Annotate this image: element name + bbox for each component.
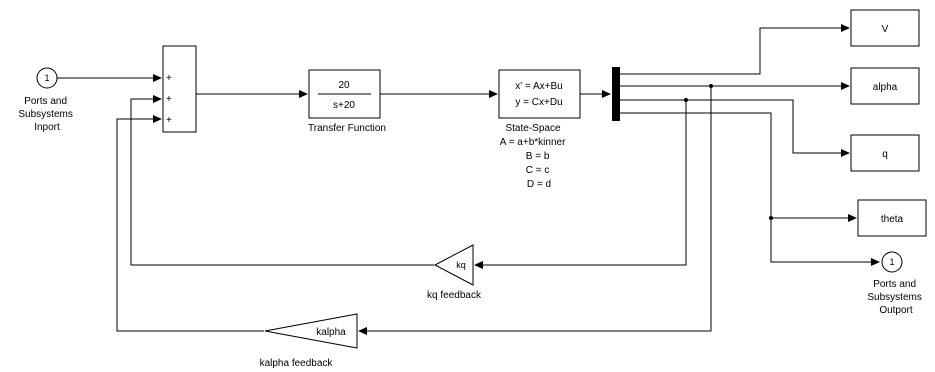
demux-block[interactable] xyxy=(612,67,620,121)
sum-sign-1: + xyxy=(166,73,172,84)
outport-block[interactable]: 1 xyxy=(881,251,903,273)
gain-kalpha-value: kalpha xyxy=(316,327,346,338)
gain-kq-label: kq feedback xyxy=(427,290,482,301)
inport-block[interactable]: 1 xyxy=(36,67,58,89)
branch-point-theta xyxy=(769,216,773,220)
sum-sign-2: + xyxy=(166,94,172,105)
wire-q-to-kq xyxy=(482,100,687,266)
arrow-theta-in xyxy=(848,214,857,222)
sum-block[interactable]: + + + xyxy=(162,45,197,133)
tf-numerator: 20 xyxy=(338,80,350,91)
wire-kq-to-sum xyxy=(130,98,434,266)
arrow-kalpha-in xyxy=(358,327,367,335)
ss-equation-2: y = Cx+Du xyxy=(515,97,562,108)
wire-to-outport xyxy=(770,218,872,263)
output-q-block[interactable]: q xyxy=(850,134,920,172)
output-v-label: V xyxy=(882,24,889,35)
arrow-sum-in-1 xyxy=(153,74,162,82)
ss-params: A = a+b*kinner B = b C = c D = d xyxy=(500,137,568,190)
tf-denominator: s+20 xyxy=(333,100,355,111)
branch-point-alpha xyxy=(709,84,713,88)
arrow-v-in xyxy=(841,24,850,32)
state-space-block[interactable]: x' = Ax+Bu y = Cx+Du xyxy=(498,69,581,119)
inport-number: 1 xyxy=(44,73,49,83)
gain-kq-value: kq xyxy=(456,260,466,270)
transfer-function-block[interactable]: 20 s+20 xyxy=(308,69,381,119)
inport-label: Ports and Subsystems Inport xyxy=(18,96,75,133)
output-alpha-block[interactable]: alpha xyxy=(850,67,920,105)
outport-label: Ports and Subsystems Outport xyxy=(867,279,924,316)
wire-demux-to-q xyxy=(620,99,842,154)
gain-kalpha-block[interactable]: kalpha xyxy=(264,313,358,349)
arrow-alpha-in xyxy=(841,82,850,90)
tf-label: Transfer Function xyxy=(308,123,386,134)
output-theta-block[interactable]: theta xyxy=(857,199,927,237)
gain-kq-block[interactable]: kq xyxy=(433,244,474,286)
wire-demux-to-theta xyxy=(620,112,849,219)
output-theta-label: theta xyxy=(881,214,904,225)
output-alpha-label: alpha xyxy=(873,82,898,93)
arrow-tf-in xyxy=(299,90,308,98)
output-v-block[interactable]: V xyxy=(850,9,920,47)
output-q-label: q xyxy=(882,149,888,160)
branch-point-q xyxy=(684,98,688,102)
sum-sign-3: + xyxy=(166,115,172,126)
arrow-q-in xyxy=(841,149,850,157)
outport-number: 1 xyxy=(889,257,894,267)
wire-kalpha-to-sum xyxy=(116,118,264,332)
arrow-ss-in xyxy=(489,90,498,98)
ss-equation-1: x' = Ax+Bu xyxy=(515,81,563,92)
arrow-sum-in-3 xyxy=(153,115,162,123)
arrow-sum-in-2 xyxy=(153,95,162,103)
gain-kalpha-label: kalpha feedback xyxy=(260,358,334,369)
wire-demux-to-v xyxy=(620,27,842,75)
arrow-kq-in xyxy=(474,261,483,269)
wire-alpha-to-kalpha xyxy=(366,86,712,332)
arrow-demux-in xyxy=(602,90,611,98)
ss-label: State-Space xyxy=(505,123,560,134)
arrow-outport-in xyxy=(871,258,880,266)
